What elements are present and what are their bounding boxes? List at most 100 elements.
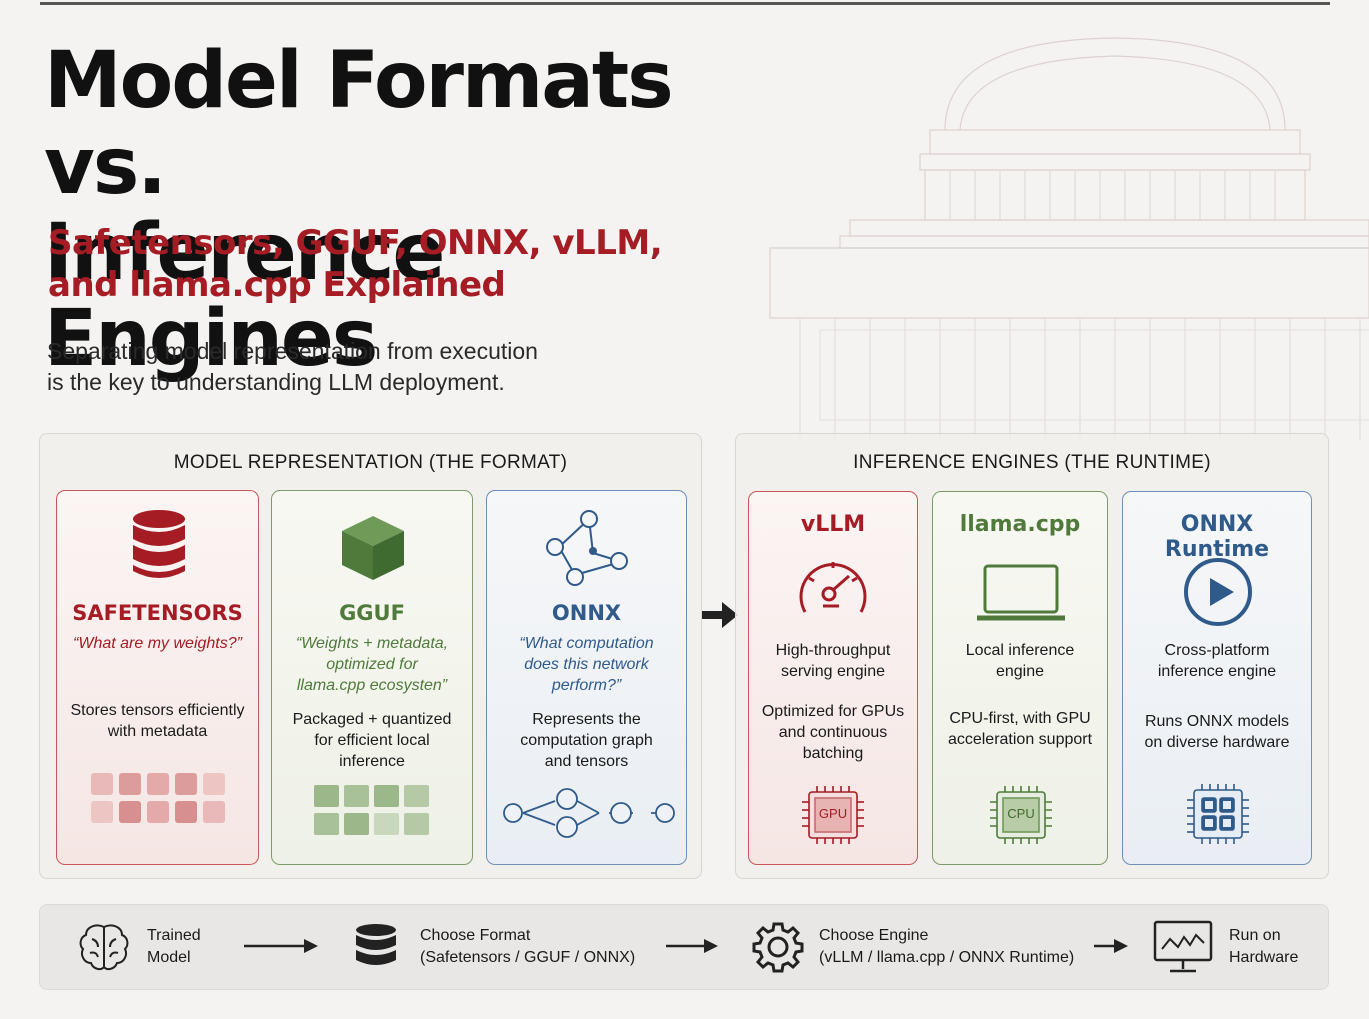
tensor-grid-icon [91, 773, 225, 823]
cpu-chip-label: CPU [1007, 806, 1035, 821]
desc-line: with metadata [107, 723, 208, 740]
flow-step-line: Trained [147, 927, 201, 944]
format-card-gguf: GGUF “Weights + metadata, optimized for … [271, 490, 473, 865]
desc-line: acceleration support [947, 731, 1093, 748]
engine-card-onnx-runtime: ONNX Runtime Cross-platform inference en… [1122, 491, 1312, 865]
laptop-icon [977, 564, 1065, 621]
arrow-right-icon [666, 939, 718, 953]
flow-step-line: (Safetensors / GGUF / ONNX) [420, 949, 636, 966]
page-title: Model Formats vs. Inference Engines [44, 38, 764, 382]
gear-icon [752, 922, 804, 973]
engines-heading: INFERENCE ENGINES (THE RUNTIME) [853, 452, 1211, 473]
engine-summary: Local inference engine [941, 640, 1099, 682]
desc-line: and tensors [544, 753, 629, 770]
desc-line: Represents the [532, 711, 641, 728]
flow-step-trained-model: Trained Model [147, 925, 201, 969]
format-description: Stores tensors efficiently with metadata [65, 700, 250, 742]
deployment-flow: Trained Model Choose Format (Safetensors… [39, 904, 1329, 990]
flow-step-line: Hardware [1229, 949, 1299, 966]
format-question: “What computation does this network perf… [495, 633, 678, 696]
flow-step-choose-engine: Choose Engine (vLLM / llama.cpp / ONNX R… [819, 925, 1074, 969]
question-line: “Weights + metadata, [295, 635, 449, 652]
monitor-icon [1153, 920, 1213, 973]
speedometer-icon [799, 562, 867, 613]
formats-heading: MODEL REPRESENTATION (THE FORMAT) [173, 452, 568, 473]
engine-detail: Runs ONNX models on diverse hardware [1131, 711, 1303, 753]
gpu-chip-icon: GPU [799, 784, 867, 846]
flow-step-line: Model [147, 949, 191, 966]
desc-line: engine [995, 663, 1045, 680]
lede-line: Separating model representation from exe… [47, 338, 538, 364]
computation-graph-icon [503, 788, 675, 838]
desc-line: Local inference [965, 642, 1075, 659]
engines-panel: INFERENCE ENGINES (THE RUNTIME) vLLM Hig… [735, 433, 1329, 879]
arrow-right-icon [1094, 939, 1128, 953]
format-description: Represents the computation graph and ten… [495, 709, 678, 772]
flow-step-line: Choose Format [420, 927, 531, 944]
graph-icon [546, 510, 628, 586]
question-line: “What computation [519, 635, 654, 652]
flow-step-line: Run on [1229, 927, 1281, 944]
question-line: “What are my weights?” [73, 635, 242, 652]
flow-step-line: (vLLM / llama.cpp / ONNX Runtime) [819, 949, 1075, 966]
quantized-grid-icon [314, 785, 429, 835]
title-line: Model Formats vs. [44, 36, 674, 212]
subtitle-line: Safetensors, GGUF, ONNX, vLLM, [48, 223, 663, 263]
arrow-right-icon [244, 939, 318, 953]
processor-icon [1187, 784, 1249, 844]
desc-line: Cross-platform [1164, 642, 1270, 659]
engine-name: llama.cpp [959, 512, 1081, 537]
format-description: Packaged + quantized for efficient local… [280, 709, 464, 772]
desc-line: CPU-first, with GPU [949, 710, 1091, 727]
engine-detail: Optimized for GPUs and continuous batchi… [757, 701, 909, 764]
flow-step-choose-format: Choose Format (Safetensors / GGUF / ONNX… [420, 925, 635, 969]
arrow-right-icon [702, 602, 738, 628]
formats-panel: MODEL REPRESENTATION (THE FORMAT) SAFETE… [39, 433, 702, 879]
database-icon [133, 510, 185, 578]
question-line: perform?” [551, 677, 622, 694]
engine-name: vLLM [800, 512, 866, 537]
engine-card-vllm: vLLM High-throughput serving engine Opti… [748, 491, 918, 865]
flow-step-run-on-hardware: Run on Hardware [1229, 925, 1298, 969]
desc-line: inference [339, 753, 405, 770]
format-name: SAFETENSORS [72, 601, 243, 625]
engine-card-llamacpp: llama.cpp Local inference engine CPU-fir… [932, 491, 1108, 865]
play-icon [1184, 558, 1252, 626]
database-icon [356, 924, 396, 965]
subtitle-line: and llama.cpp Explained [48, 265, 506, 305]
page-lede: Separating model representation from exe… [47, 336, 607, 398]
engine-summary: Cross-platform inference engine [1131, 640, 1303, 682]
flow-step-line: Choose Engine [819, 927, 929, 944]
engine-detail: CPU-first, with GPU acceleration support [941, 708, 1099, 750]
title-line: Inference Engines [44, 208, 445, 384]
desc-line: serving engine [780, 663, 886, 680]
page-subtitle: Safetensors, GGUF, ONNX, vLLM, and llama… [48, 222, 668, 306]
engine-summary: High-throughput serving engine [757, 640, 909, 682]
format-card-onnx: ONNX “What computation does this network… [486, 490, 687, 865]
desc-line: inference engine [1157, 663, 1277, 680]
question-line: does this network [524, 656, 649, 673]
format-question: “Weights + metadata, optimized for llama… [280, 633, 464, 696]
desc-line: computation graph [520, 732, 653, 749]
brain-icon [79, 924, 129, 971]
dome-building-illustration [769, 37, 1369, 440]
desc-line: on diverse hardware [1144, 734, 1290, 751]
cpu-chip-icon: CPU [987, 784, 1055, 846]
desc-line: Runs ONNX models [1144, 713, 1290, 730]
desc-line: Stores tensors efficiently [70, 702, 245, 719]
gpu-chip-label: GPU [818, 806, 848, 821]
format-question: “What are my weights?” [65, 633, 250, 654]
cube-icon [342, 516, 404, 580]
desc-line: and continuous [778, 724, 888, 741]
format-card-safetensors: SAFETENSORS “What are my weights?” Store… [56, 490, 259, 865]
desc-line: High-throughput [775, 642, 891, 659]
question-line: optimized for [326, 656, 418, 673]
desc-line: Packaged + quantized [292, 711, 452, 728]
format-name: GGUF [339, 601, 405, 625]
top-rule [40, 2, 1330, 5]
question-line: llama.cpp ecosysten” [296, 677, 448, 694]
engine-name: ONNX Runtime [1164, 512, 1270, 562]
desc-line: Optimized for GPUs [761, 703, 905, 720]
lede-line: is the key to understanding LLM deployme… [47, 369, 505, 395]
desc-line: for efficient local [314, 732, 430, 749]
